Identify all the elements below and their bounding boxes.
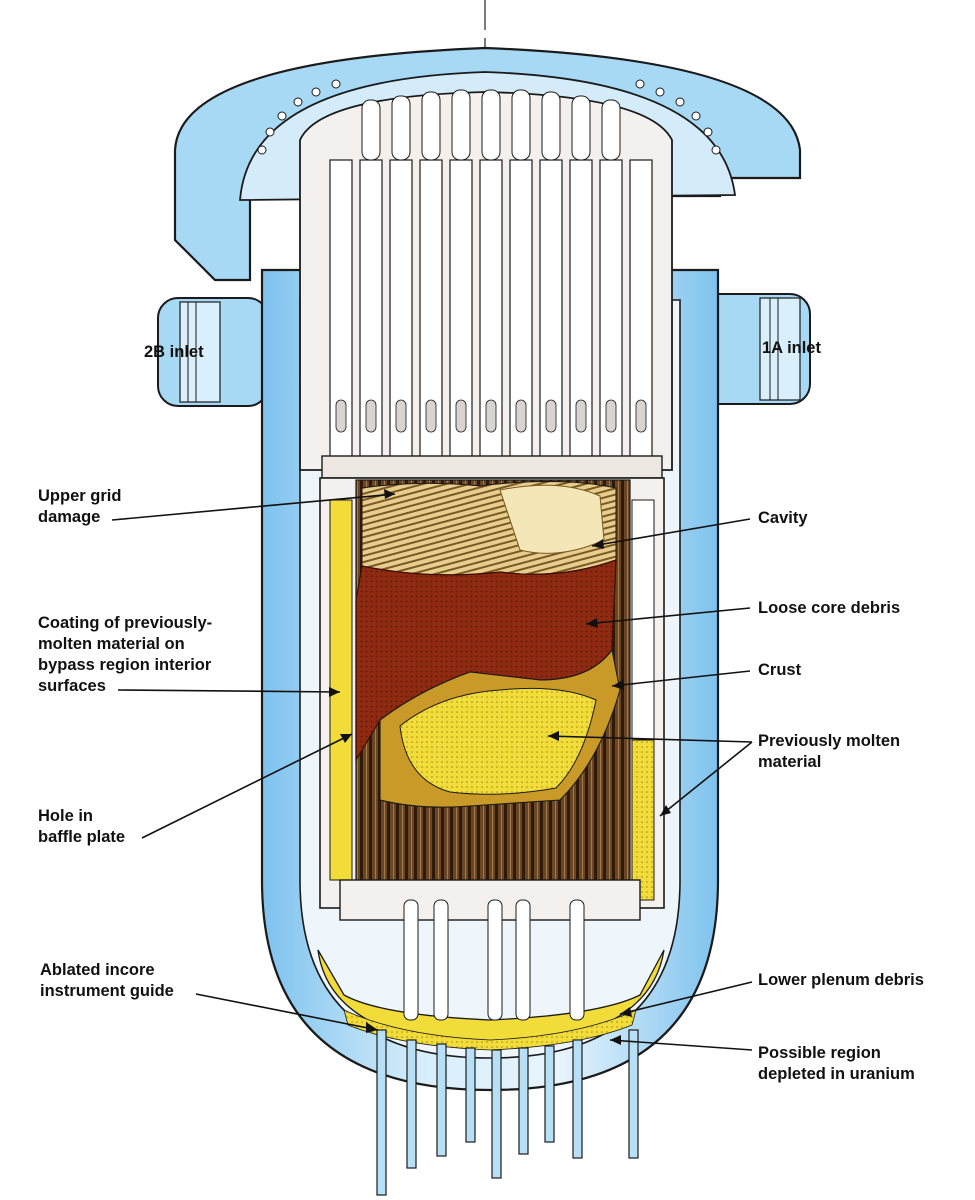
upper-grid-plate [321, 455, 663, 479]
label-lower-plenum-debris: Lower plenum debris [758, 971, 924, 989]
control-rod-guides [329, 159, 653, 471]
label-cavity: Cavity [758, 509, 808, 527]
guide-tube-slots [335, 399, 647, 433]
tube-stems-inside [403, 899, 585, 1021]
upper-guide-tops [361, 89, 621, 161]
leader-lines [111, 493, 753, 1051]
depleted-uranium-region [343, 1009, 637, 1051]
label-coating-bypass: Coating of previously-molten material on… [38, 614, 213, 695]
label-loose-core-debris: Loose core debris [758, 599, 901, 617]
label-1a-inlet: 1A inlet [762, 339, 821, 357]
bypass-molten-right [631, 739, 655, 901]
incore-instrument-tubes [376, 1029, 639, 1196]
leader-arrowheads [329, 489, 671, 1045]
inlet-nozzle-1a [691, 293, 811, 405]
previously-molten-material [399, 687, 597, 795]
inlet-nozzle-2b [157, 297, 269, 407]
head-bolts [257, 79, 721, 155]
label-2b-inlet: 2B inlet [144, 343, 204, 361]
cavity [499, 484, 605, 554]
label-crust: Crust [758, 661, 802, 679]
